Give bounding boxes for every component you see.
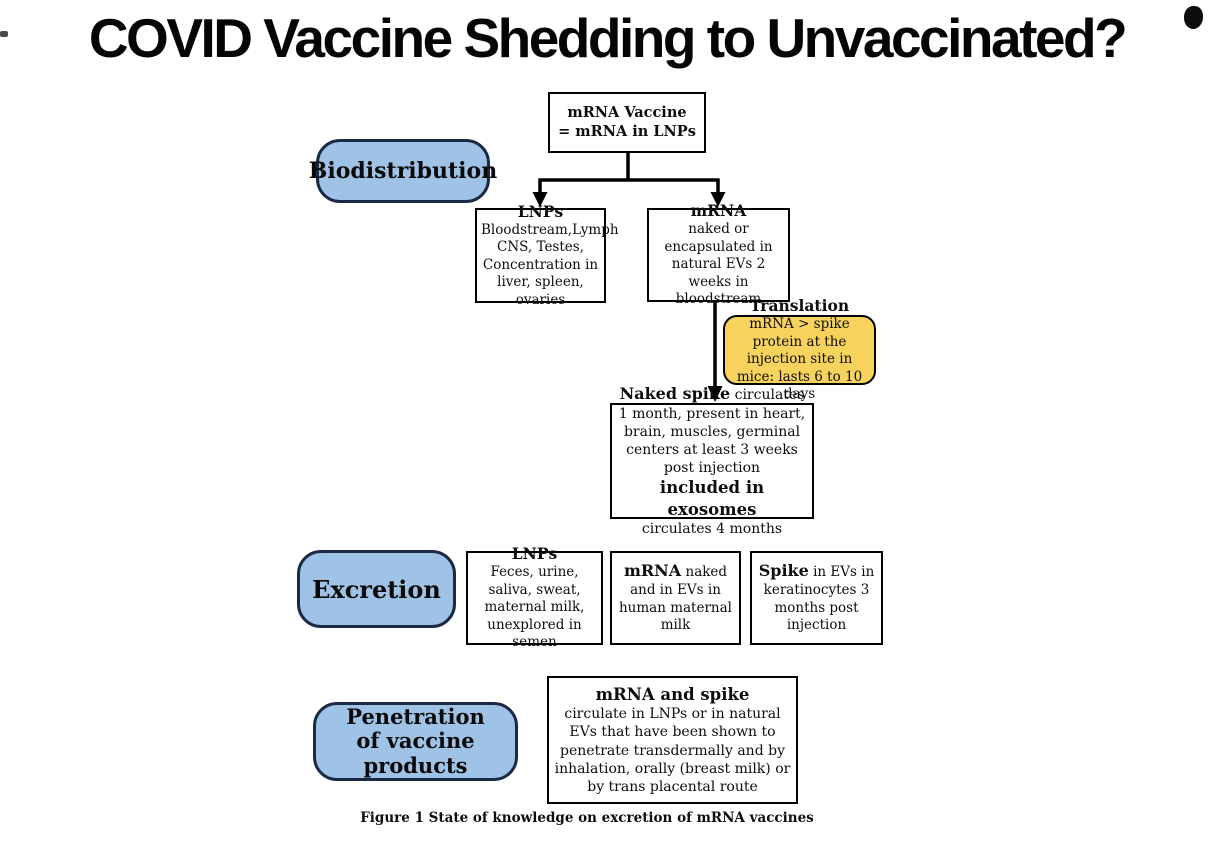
page-title: COVID Vaccine Shedding to Unvaccinated? — [88, 7, 1128, 69]
node-mrna-excretion-text: mRNA naked and in EVs in human maternal … — [616, 561, 735, 634]
node-mrna-excretion-body: naked and in EVs in human maternal milk — [618, 564, 732, 634]
node-mrna-biodistribution-title: mRNA — [690, 201, 747, 221]
stage-label-excretion: Excretion — [297, 550, 456, 628]
node-naked-spike-body1: circulates 1 month, present in heart, br… — [618, 386, 806, 477]
node-penetration-body: circulate in LNPs or in natural EVs that… — [554, 706, 791, 795]
node-naked-spike-bold2: included in exosomes — [659, 478, 765, 519]
node-penetration: mRNA and spike circulate in LNPs or in n… — [547, 676, 798, 804]
scan-artifact-dash — [0, 31, 8, 37]
node-spike-excretion-bold: Spike — [758, 561, 809, 581]
stage-label-penetration: Penetration of vaccine products — [313, 702, 518, 781]
node-lnps-biodistribution: LNPs Bloodstream,Lymph CNS, Testes, Conc… — [475, 202, 619, 308]
node-naked-spike-text: Naked spike circulates 1 month, present … — [616, 384, 808, 478]
node-penetration-title: mRNA and spike — [595, 684, 750, 704]
node-mrna-excretion: mRNA naked and in EVs in human maternal … — [610, 551, 741, 645]
node-naked-spike-bold1: Naked spike — [619, 383, 731, 403]
figure-caption: Figure 1 State of knowledge on excretion… — [360, 810, 814, 826]
node-lnps-excretion-title: LNPs — [511, 544, 558, 564]
node-naked-spike: Naked spike circulates 1 month, present … — [610, 384, 814, 537]
node-lnps-excretion: LNPs Feces, urine, saliva, sweat, matern… — [466, 544, 603, 650]
node-spike-excretion-body: in EVs in keratinocytes 3 months post in… — [763, 564, 875, 634]
node-translation: Translation mRNA > spike protein at the … — [723, 296, 876, 402]
node-lnps-excretion-body: Feces, urine, saliva, sweat, maternal mi… — [484, 564, 585, 651]
scan-artifact-blob — [1184, 6, 1203, 29]
node-mrna-vaccine: mRNA Vaccine = mRNA in LNPs — [548, 92, 706, 153]
node-lnps-biodistribution-title: LNPs — [517, 201, 564, 221]
node-translation-title: Translation — [749, 296, 850, 316]
node-naked-spike-body2: circulates 4 months — [641, 521, 783, 538]
node-lnps-biodistribution-body: Bloodstream,Lymph CNS, Testes, Concentra… — [481, 221, 619, 308]
node-spike-excretion: Spike in EVs in keratinocytes 3 months p… — [750, 551, 883, 645]
node-translation-body: mRNA > spike protein at the injection si… — [736, 316, 863, 403]
node-mrna-biodistribution: mRNA naked or encapsulated in natural EV… — [647, 201, 790, 307]
node-mrna-vaccine-line2: = mRNA in LNPs — [558, 122, 696, 140]
stage-label-biodistribution: Biodistribution — [309, 139, 497, 203]
node-mrna-biodistribution-body: naked or encapsulated in natural EVs 2 w… — [664, 221, 773, 308]
node-spike-excretion-text: Spike in EVs in keratinocytes 3 months p… — [756, 561, 877, 634]
node-mrna-excretion-bold: mRNA — [623, 561, 682, 581]
node-mrna-vaccine-line1: mRNA Vaccine — [567, 103, 687, 121]
